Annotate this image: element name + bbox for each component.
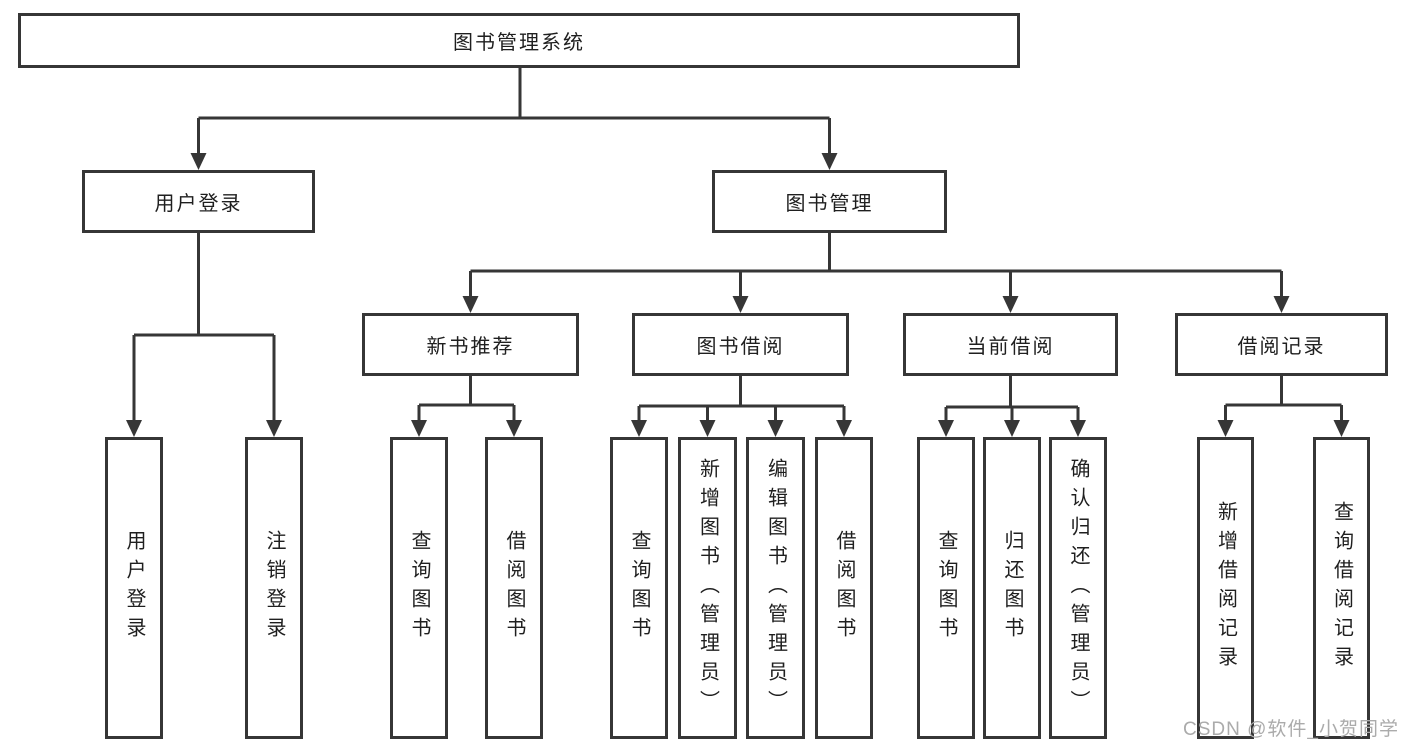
leaf-borrow-book-1: 借阅图书	[485, 437, 543, 739]
leaf-query-book-1: 查询图书	[390, 437, 448, 739]
leaf-borrow-book-2: 借阅图书	[815, 437, 873, 739]
node-root-system: 图书管理系统	[18, 13, 1020, 68]
leaf-user-login: 用户登录	[105, 437, 163, 739]
node-book-management-label: 图书管理	[785, 193, 874, 215]
leaf-add-borrow-record: 新增借阅记录	[1197, 437, 1254, 739]
leaf-edit-book-admin: 编辑图书（管理员）	[746, 437, 805, 739]
leaf-add-book-admin: 新增图书（管理员）	[678, 437, 737, 739]
leaf-edit-book-admin-label: 编辑图书（管理员）	[764, 457, 787, 719]
node-new-book-recommend: 新书推荐	[362, 313, 579, 376]
node-user-login: 用户登录	[82, 170, 315, 233]
node-borrow-record: 借阅记录	[1175, 313, 1388, 376]
leaf-add-book-admin-label: 新增图书（管理员）	[696, 457, 719, 719]
leaf-query-book-3: 查询图书	[917, 437, 975, 739]
watermark: CSDN @软件_小贺同学	[1183, 719, 1399, 740]
leaf-return-book-label: 归还图书	[1001, 530, 1023, 646]
node-current-borrow: 当前借阅	[903, 313, 1118, 376]
node-new-book-recommend-label: 新书推荐	[426, 336, 515, 358]
node-current-borrow-label: 当前借阅	[966, 336, 1055, 358]
leaf-query-borrow-record-label: 查询借阅记录	[1330, 501, 1353, 675]
node-root-label: 图书管理系统	[453, 32, 585, 54]
leaf-query-book-1-label: 查询图书	[408, 530, 430, 646]
leaf-query-book-2-label: 查询图书	[628, 530, 650, 646]
node-user-login-label: 用户登录	[154, 193, 243, 215]
leaf-query-book-3-label: 查询图书	[935, 530, 957, 646]
leaf-add-borrow-record-label: 新增借阅记录	[1214, 501, 1237, 675]
leaf-borrow-book-2-label: 借阅图书	[833, 530, 855, 646]
leaf-borrow-book-1-label: 借阅图书	[503, 530, 525, 646]
node-book-management: 图书管理	[712, 170, 947, 233]
leaf-logout: 注销登录	[245, 437, 303, 739]
leaf-user-login-label: 用户登录	[123, 530, 145, 646]
leaf-confirm-return-admin: 确认归还（管理员）	[1049, 437, 1107, 739]
arrowhead-group	[126, 153, 1350, 437]
leaf-confirm-return-admin-label: 确认归还（管理员）	[1067, 457, 1089, 719]
leaf-query-borrow-record: 查询借阅记录	[1313, 437, 1370, 739]
leaf-logout-label: 注销登录	[263, 530, 285, 646]
node-book-borrow: 图书借阅	[632, 313, 849, 376]
node-borrow-record-label: 借阅记录	[1237, 336, 1326, 358]
leaf-return-book: 归还图书	[983, 437, 1041, 739]
leaf-query-book-2: 查询图书	[610, 437, 668, 739]
node-book-borrow-label: 图书借阅	[696, 336, 785, 358]
